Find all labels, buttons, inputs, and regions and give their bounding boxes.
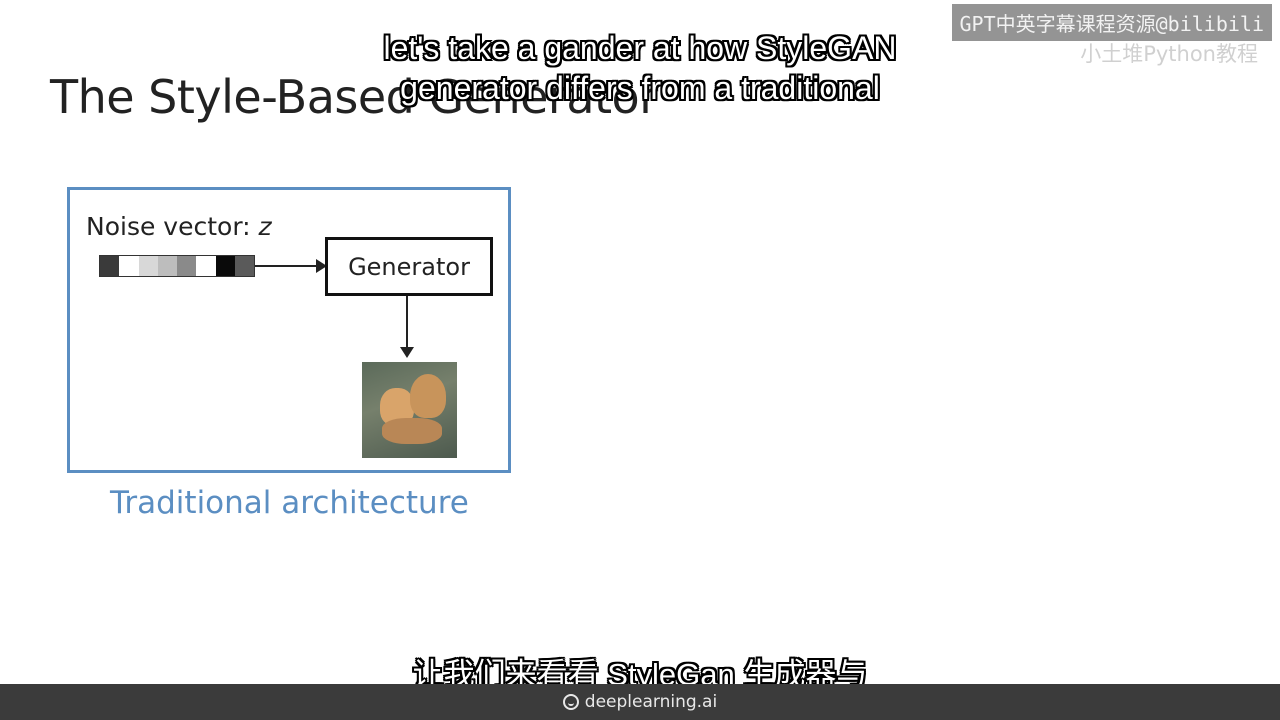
brand: deeplearning.ai: [562, 692, 718, 712]
architecture-caption: Traditional architecture: [110, 485, 469, 521]
footer-bar: deeplearning.ai: [0, 684, 1280, 720]
noise-vector-label: Noise vector: z: [86, 212, 272, 241]
english-subtitle-line-1: let's take a gander at how StyleGAN: [383, 30, 897, 66]
noise-vector-cell: [100, 256, 120, 276]
generator-block: Generator: [325, 237, 493, 296]
dog-shape: [382, 418, 442, 444]
noise-vector-cell: [138, 256, 158, 276]
english-subtitle-line-2: generator differs from a traditional: [400, 70, 880, 106]
slide-title: The Style-Based Generator: [50, 70, 658, 124]
dog-shape: [410, 374, 446, 418]
generated-dog-image: [362, 362, 457, 458]
noise-variable: z: [258, 212, 272, 241]
noise-vector-cell: [177, 256, 197, 276]
arrow-right-icon: [255, 259, 327, 273]
noise-vector-cell: [234, 256, 254, 276]
arrow-down-icon: [400, 296, 414, 358]
noise-vector-cell: [196, 256, 216, 276]
watermark-sub-text: 小土堆Python教程: [1080, 42, 1258, 66]
traditional-architecture-frame: [67, 187, 511, 473]
noise-vector-strip: [99, 255, 255, 277]
noise-vector-cell: [215, 256, 235, 276]
english-subtitle: let's take a gander at how StyleGAN gene…: [0, 28, 1280, 108]
noise-vector-label-text: Noise vector:: [86, 212, 259, 241]
deeplearning-logo-icon: [562, 694, 579, 710]
bilibili-watermark: GPT中英字幕课程资源@bilibili: [951, 4, 1272, 41]
brand-name: deeplearning.ai: [584, 692, 718, 712]
noise-vector-cell: [119, 256, 139, 276]
noise-vector-cell: [157, 256, 177, 276]
